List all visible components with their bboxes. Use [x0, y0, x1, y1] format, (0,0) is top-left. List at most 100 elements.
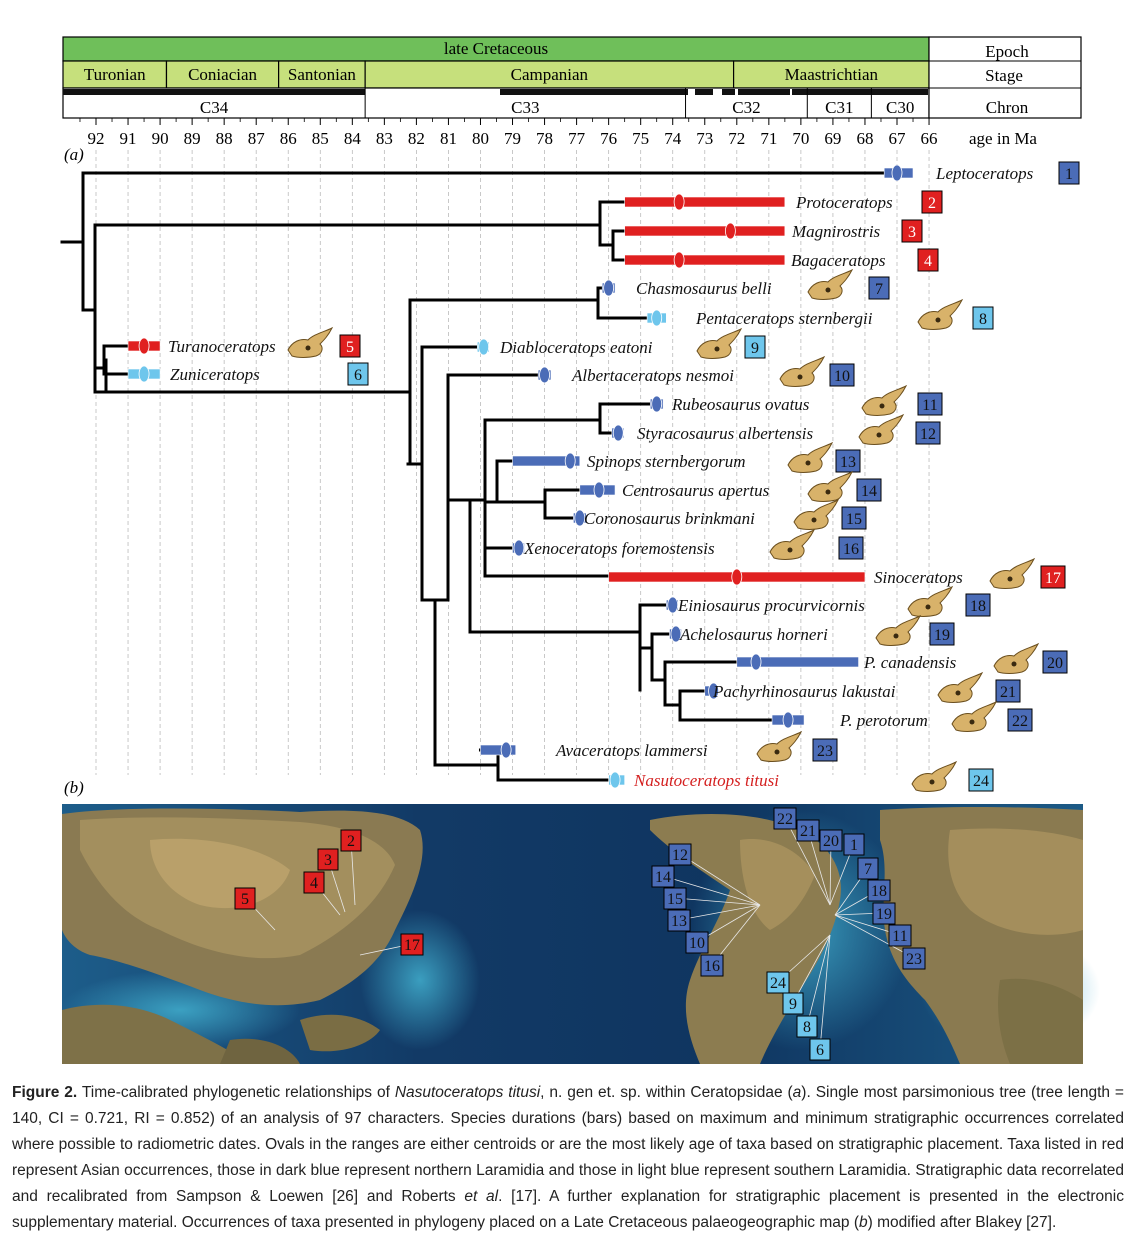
map-locality-box [651, 865, 675, 888]
skull-icon [937, 671, 984, 703]
stage-label: Coniacian [188, 65, 257, 84]
caption-text: ). Single most parsimonious tree (tree l… [12, 1084, 1124, 1205]
range-oval [750, 653, 762, 671]
skull-shape [787, 441, 834, 473]
taxon-name: Turanoceratops [168, 337, 276, 356]
taxon-number: 22 [1012, 713, 1028, 730]
map-locality-number: 23 [906, 951, 922, 968]
skull-shape [937, 671, 984, 703]
range-bar [480, 744, 517, 756]
map-locality-number: 24 [770, 975, 786, 992]
skull-shape [287, 326, 334, 358]
taxon-number-box [915, 421, 941, 445]
panel-b-label: (b) [64, 778, 84, 797]
map-locality-box [667, 909, 691, 932]
age-tick-label: 83 [376, 129, 393, 148]
map-locality-number: 12 [672, 847, 688, 864]
map-locality-number: 18 [871, 883, 887, 900]
chron-row-label: Chron [986, 98, 1029, 117]
skull-shape [951, 700, 998, 732]
age-tick-label: 91 [120, 129, 137, 148]
map-locality-number: 2 [347, 833, 355, 850]
map-locality-number: 15 [667, 891, 683, 908]
map-locality-box [663, 887, 687, 910]
taxon-name: Chasmosaurus belli [636, 279, 772, 298]
map-locality-box [888, 924, 912, 947]
map-locality-number: 3 [324, 852, 332, 869]
range-oval [593, 481, 605, 499]
skull-eye [876, 432, 882, 438]
age-gridlines [95, 150, 930, 775]
skull-icon [807, 470, 854, 502]
skull-eye [879, 403, 885, 409]
skull-icon [769, 528, 816, 560]
range-oval [724, 222, 736, 240]
caption-text: ) modified after Blakey [27]. [867, 1214, 1057, 1231]
skull-eye [714, 346, 720, 352]
taxon-number-box [965, 593, 991, 617]
skull-eye [797, 374, 803, 380]
age-tick-label: 88 [216, 129, 233, 148]
taxon-number-box [1042, 650, 1068, 674]
taxon-number: 8 [979, 311, 987, 328]
polarity-band [792, 89, 928, 95]
map-locality-number: 10 [689, 935, 705, 952]
chron-label: C33 [511, 98, 539, 117]
skull-icon [807, 268, 854, 300]
taxon-name: Avaceratops lammersi [555, 741, 708, 760]
range-bar [736, 656, 859, 668]
map-locality-box [400, 933, 424, 956]
taxon-number: 13 [840, 454, 856, 471]
taxon-number-box [856, 478, 882, 502]
taxon-number-box [1040, 565, 1066, 589]
skull-icon [793, 498, 840, 530]
skull-icon [787, 441, 834, 473]
age-tick-label: 84 [344, 129, 362, 148]
stage-label: Campanian [511, 65, 589, 84]
phylogenetic-tree [60, 171, 886, 782]
age-tick-label: 70 [792, 129, 809, 148]
taxon-number-box [812, 738, 838, 762]
map-locality-box [843, 833, 865, 856]
age-tick-label: 79 [504, 129, 521, 148]
range-oval [609, 771, 621, 789]
map-locality-box [809, 1038, 831, 1061]
map-locality-box [303, 871, 325, 894]
map-leader [806, 934, 831, 1027]
age-tick-label: 89 [184, 129, 201, 148]
skull-icon [951, 700, 998, 732]
skull-eye [825, 287, 831, 293]
taxon-number-box [838, 536, 864, 560]
chron-label: C30 [886, 98, 914, 117]
map-locality-number: 1 [850, 837, 858, 854]
skull-eye [305, 345, 311, 351]
range-oval [603, 279, 615, 297]
taxon-number: 20 [1047, 655, 1063, 672]
skull-shape [989, 557, 1036, 589]
palaeogeographic-map [60, 804, 1100, 1064]
skull-shape [769, 528, 816, 560]
taxon-name: Sinoceratops [874, 568, 963, 587]
map-locality-box [668, 843, 692, 866]
skull-eye [805, 460, 811, 466]
map-locality-number: 21 [800, 823, 816, 840]
age-tick-label: 87 [248, 129, 266, 148]
skull-shape [993, 642, 1040, 674]
stage-label: Maastrichtian [785, 65, 879, 84]
range-oval [651, 309, 663, 327]
taxon-number-box [841, 506, 867, 530]
caption-panel-a: a [792, 1084, 802, 1101]
age-tick-label: 66 [921, 129, 938, 148]
taxon-number: 10 [834, 368, 850, 385]
polarity-band [695, 89, 713, 95]
skull-shape [875, 614, 922, 646]
taxon-number: 2 [928, 195, 936, 212]
map-locality-number: 20 [823, 833, 839, 850]
taxon-number-box [995, 679, 1021, 703]
skull-shape [911, 760, 958, 792]
map-locality-box [773, 807, 797, 830]
